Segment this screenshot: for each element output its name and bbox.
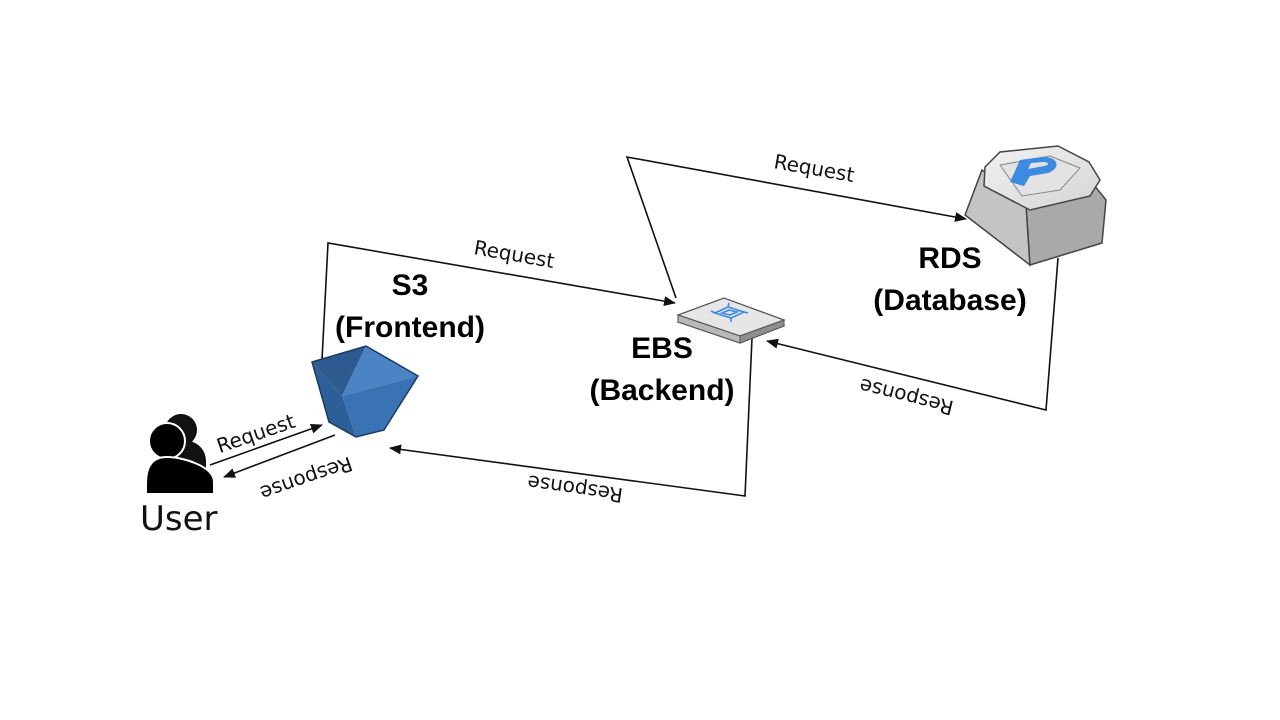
edge-s3-to-user <box>223 434 336 478</box>
edge-label-rds-to-ebs: Response <box>857 374 956 421</box>
s3-bucket-icon <box>311 345 420 438</box>
rds-database-icon <box>964 145 1107 267</box>
edge-rds-to-ebs <box>766 257 1059 412</box>
edge-label-ebs-to-s3: Response <box>526 470 624 507</box>
s3-label-line1: S3 <box>392 269 429 302</box>
edge-ebs-to-s3 <box>389 337 753 497</box>
edge-label-s3-to-ebs: Request <box>472 235 556 273</box>
ebs-label-line2: (Backend) <box>589 374 734 407</box>
rds-label-line1: RDS <box>918 242 981 275</box>
edge-label-user-to-s3: Request <box>213 409 298 458</box>
rds-label-line2: (Database) <box>873 284 1026 317</box>
edge-label-ebs-to-rds: Request <box>772 149 856 187</box>
ebs-label-line1: EBS <box>631 332 693 365</box>
edge-ebs-to-rds <box>625 155 967 299</box>
edge-s3-to-ebs <box>321 242 676 361</box>
s3-label-line2: (Frontend) <box>335 311 485 344</box>
user-label: User <box>140 499 218 539</box>
edge-user-to-s3 <box>209 423 323 466</box>
user-icon <box>145 414 215 495</box>
ebs-chip-icon <box>676 297 786 344</box>
